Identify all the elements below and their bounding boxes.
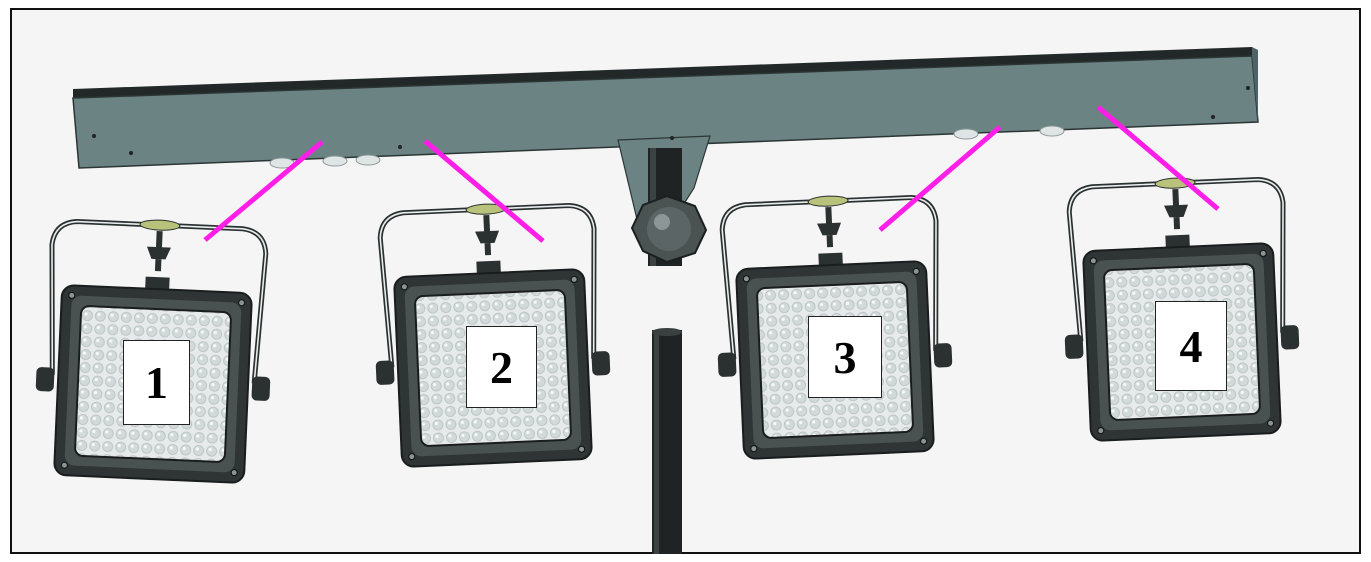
tightening-knob bbox=[630, 194, 708, 264]
fixture-number-label-4: 4 bbox=[1155, 301, 1227, 391]
fixture-number-label-2: 2 bbox=[466, 326, 537, 408]
pointer-line-3 bbox=[878, 125, 1002, 232]
pointer-line-2 bbox=[423, 139, 545, 243]
pointer-line-4 bbox=[1096, 105, 1220, 211]
pointer-lines bbox=[203, 105, 1220, 243]
stand-pole-lower bbox=[652, 328, 682, 554]
fixture-number-label-3: 3 bbox=[808, 316, 882, 398]
pointer-line-1 bbox=[203, 140, 324, 242]
fixture-number-label-1: 1 bbox=[123, 340, 190, 425]
